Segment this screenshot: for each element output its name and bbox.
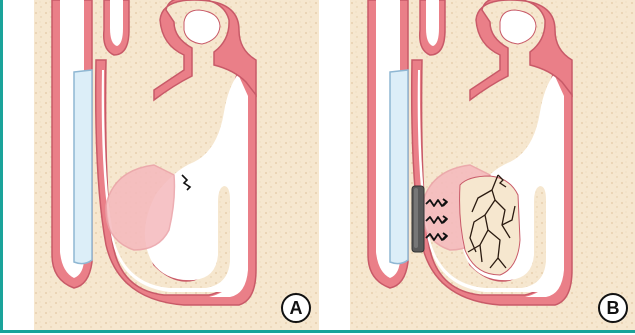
- panel-a: [34, 0, 319, 335]
- turbinate-upper-air: [110, 0, 123, 46]
- panel-label-a: A: [281, 293, 311, 323]
- frame-border-left: [0, 0, 3, 333]
- turbinate-upper-air: [426, 0, 439, 46]
- panel-label-b: B: [598, 293, 628, 323]
- panel-b: [350, 0, 635, 335]
- probe-highlight: [414, 188, 418, 248]
- sinus-anatomy-diagram-a: [34, 0, 319, 330]
- nasal-stent: [390, 70, 408, 264]
- nasal-stent: [74, 70, 92, 264]
- sinus-anatomy-diagram-b: [350, 0, 635, 330]
